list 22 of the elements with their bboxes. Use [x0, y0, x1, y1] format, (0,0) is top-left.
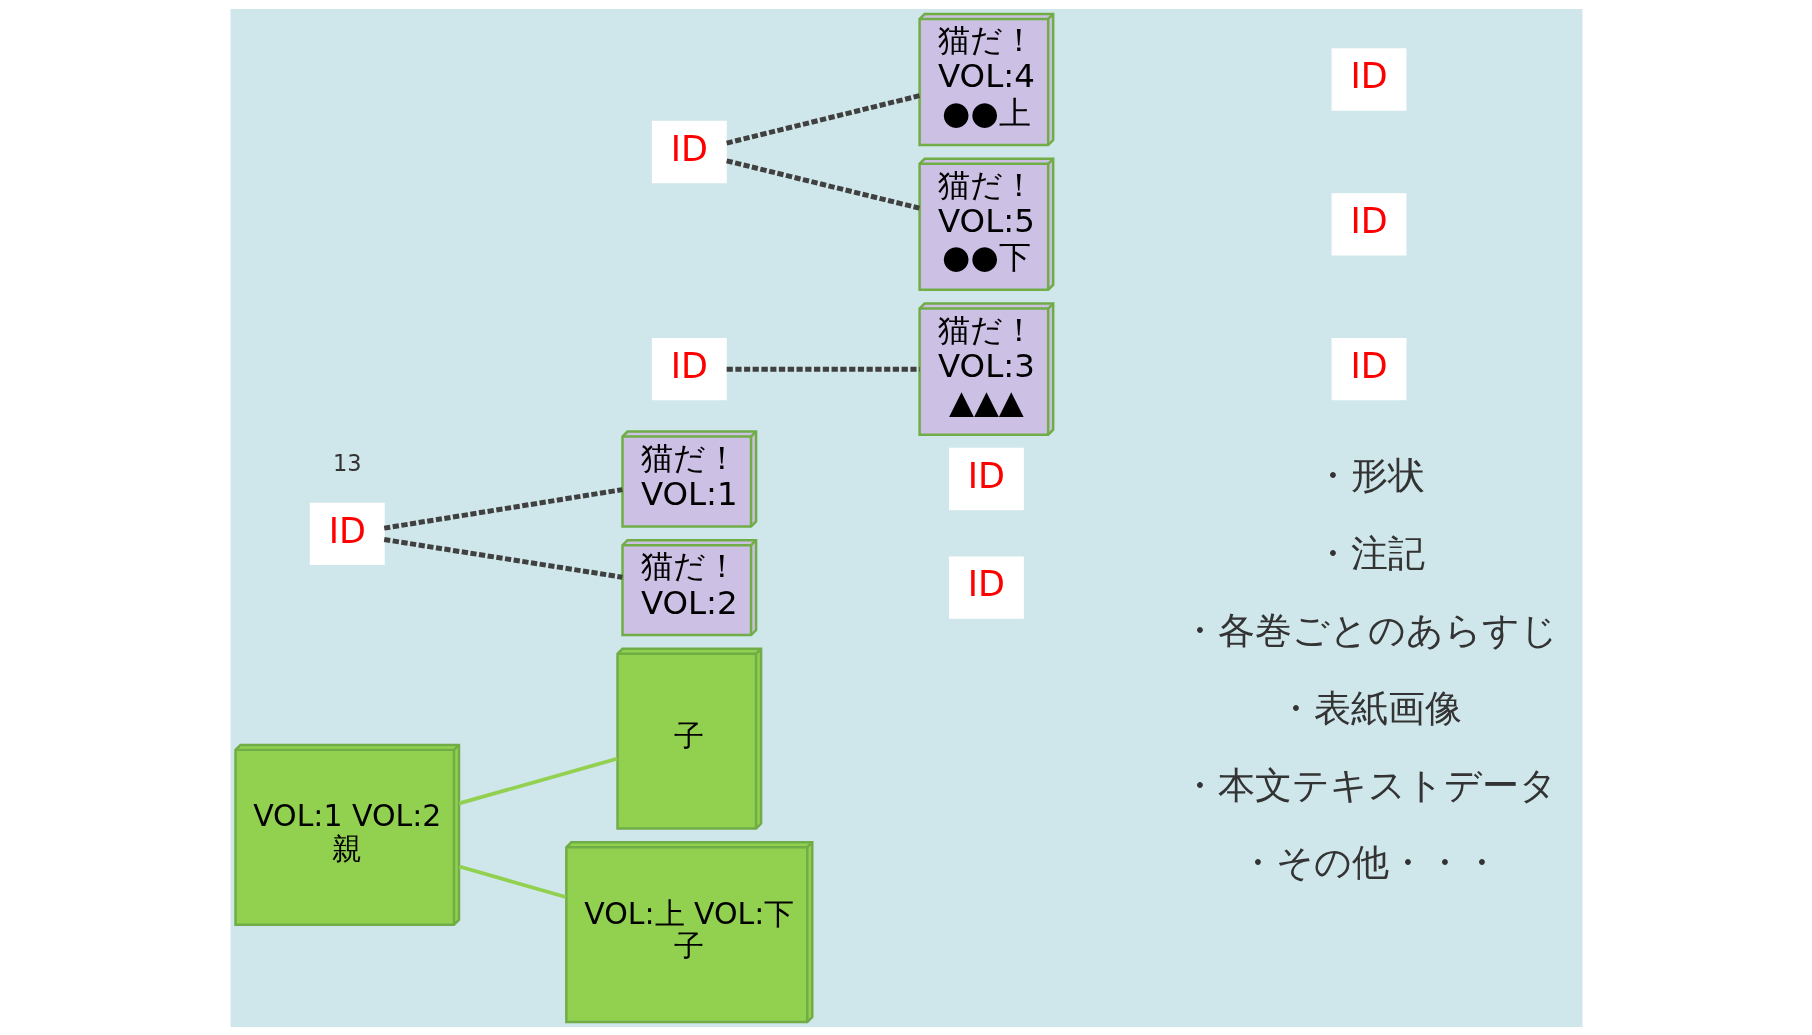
connector: [383, 536, 623, 580]
label: ・各巻ごとのあらすじ: [1180, 607, 1557, 652]
node-box: ID: [651, 337, 727, 400]
node-box: ID: [1331, 192, 1406, 256]
label: 13: [332, 449, 362, 476]
label: ・注記: [1313, 530, 1424, 575]
node-box: ID: [1331, 47, 1406, 111]
connector: [458, 864, 566, 899]
connector: [458, 756, 617, 805]
connector: [725, 92, 920, 145]
label: ・形状: [1313, 452, 1424, 497]
connector: [383, 486, 623, 531]
node-box: ID: [948, 447, 1024, 510]
label: ・本文テキストデータ: [1180, 762, 1557, 807]
label: ・表紙画像: [1276, 685, 1461, 730]
node-box: ID: [1331, 337, 1406, 400]
connector: [725, 157, 920, 211]
connector: [726, 366, 920, 372]
node-box: ID: [309, 502, 385, 565]
label: ・その他・・・: [1238, 839, 1499, 884]
node-box: ID: [948, 555, 1024, 619]
node-box: ID: [651, 120, 727, 183]
